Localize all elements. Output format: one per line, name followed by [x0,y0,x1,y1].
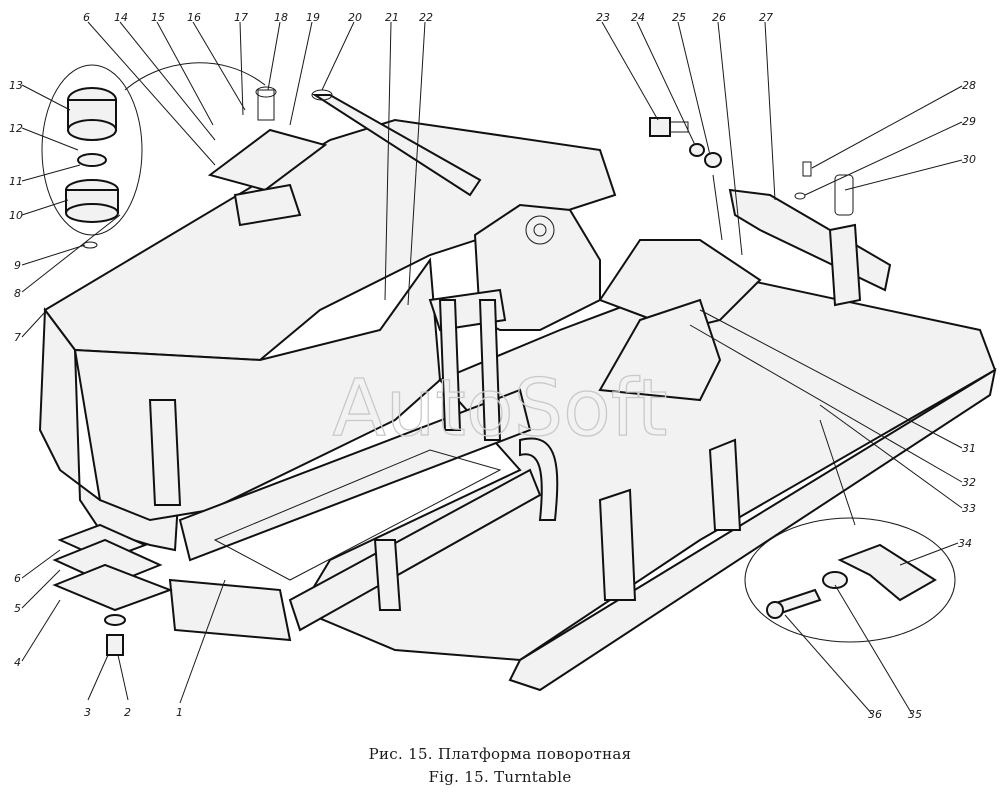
callout-19: 19 [306,11,320,24]
callout-8: 8 [14,287,21,300]
callout-27: 27 [759,11,773,24]
callout-4: 4 [14,656,21,669]
callout-31: 31 [962,442,976,455]
platform-frame [38,118,997,692]
detail-circle [744,419,956,643]
callout-11: 11 [9,175,23,188]
callout-7: 7 [14,331,21,344]
callout-21: 21 [385,11,399,24]
callout-22: 22 [419,11,433,24]
callout-12: 12 [9,122,23,135]
leader-lines [21,21,963,715]
callout-23: 23 [596,11,610,24]
callout-29: 29 [962,115,976,128]
callout-35: 35 [908,708,922,721]
callout-32: 32 [962,476,976,489]
figure-caption-ru: Рис. 15. Платформа поворотная [368,745,632,763]
watermark: AutoSoft [332,364,667,454]
latch-bracket [728,161,892,307]
drain-plates [52,523,173,656]
callout-36: 36 [868,708,882,721]
callout-24: 24 [631,11,645,24]
callout-1: 1 [176,706,183,719]
callout-33: 33 [962,502,976,515]
callout-9: 9 [14,259,21,272]
cap-assembly [41,62,266,249]
callout-6-lower: 6 [14,572,21,585]
callout-3: 3 [84,706,91,719]
callout-labels: 1 2 3 4 5 6 6 7 8 9 10 11 12 13 14 15 16… [9,11,976,721]
callout-5: 5 [14,602,21,615]
callout-30: 30 [962,153,976,166]
cover-plate-assembly [207,86,328,227]
callout-18: 18 [274,11,288,24]
callout-26: 26 [712,11,726,24]
callout-2: 2 [124,706,131,719]
callout-34: 34 [958,537,972,550]
callout-13: 13 [9,79,23,92]
callout-25: 25 [672,11,686,24]
callout-14: 14 [114,11,128,24]
callout-20: 20 [348,11,362,24]
bolt-nut-exploded [649,117,723,241]
callout-6-upper: 6 [83,11,90,24]
callout-16: 16 [187,11,201,24]
callout-10: 10 [9,209,23,222]
callout-15: 15 [151,11,165,24]
mast-brackets [148,203,762,611]
callout-17: 17 [234,11,248,24]
figure-caption-en: Fig. 15. Turntable [428,768,572,786]
callout-28: 28 [962,79,976,92]
